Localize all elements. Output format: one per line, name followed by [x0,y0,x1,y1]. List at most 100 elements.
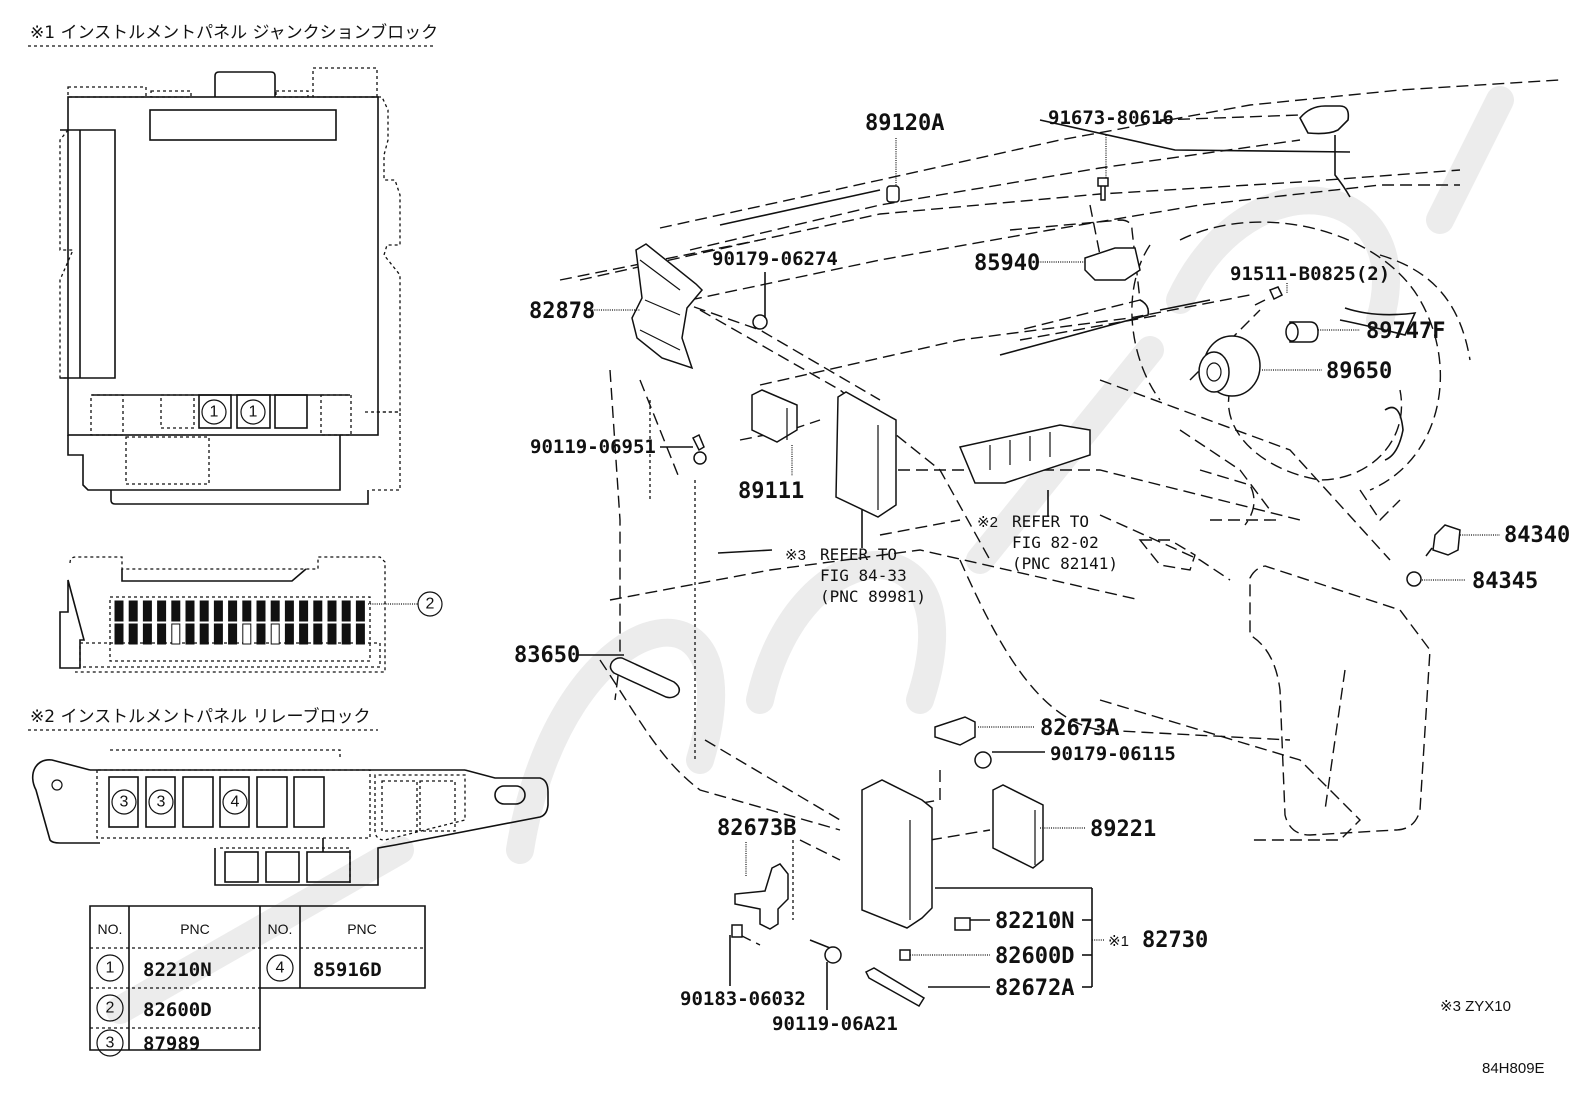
connector-pin [270,600,280,622]
label-90183-06032: 90183-06032 [680,988,806,1010]
connector-pin [242,623,252,645]
header-pnc-1: PNC [180,921,210,937]
relay-block-drawing [31,749,549,886]
connector-pin [171,623,181,645]
label-89111: 89111 [738,479,804,504]
label-82600D: 82600D [995,944,1074,969]
ref3-mark: ※3 [785,547,806,564]
connector-pin [299,600,309,622]
svg-text:2: 2 [106,1000,115,1017]
connector-pin [185,623,195,645]
label-91673-80616: 91673-80616 [1048,107,1174,129]
svg-text:REFER TO: REFER TO [820,545,897,564]
part-82673A-bracket [934,716,976,746]
label-89747F: 89747F [1366,319,1445,344]
relay-block-title: ※2 インストルメントパネル リレーブロック [30,706,371,727]
svg-text:4: 4 [276,960,285,977]
connector-pin [313,600,323,622]
connector-pin [355,623,365,645]
part-89221-module [992,784,1044,869]
part-85940-sensor [1084,247,1141,281]
part-82600D-connector [899,949,911,961]
connector-pin [284,623,294,645]
connector-pin [199,623,209,645]
svg-text:1: 1 [249,404,258,421]
part-90119-06A21-bolt [809,939,842,964]
connector-pin [327,623,337,645]
label-82210N: 82210N [995,909,1074,934]
part-84345-clip [1406,571,1422,587]
label-90119-06951: 90119-06951 [530,436,656,458]
connector-marker-2: 2 [368,591,443,617]
junction-block-drawing [59,67,401,505]
svg-text:1: 1 [210,404,219,421]
connector-pin [142,600,152,622]
label-82673A: 82673A [1040,716,1119,741]
connector-pin [114,623,124,645]
table-row: 1 82210N [96,954,212,982]
assembly-lines [579,204,1391,946]
label-83650: 83650 [514,643,580,668]
part-89650-steering-sensor [1198,335,1261,397]
svg-text:(PNC 82141): (PNC 82141) [1012,554,1118,573]
connector-pin [299,623,309,645]
svg-text:2: 2 [426,596,435,613]
connector-pin [256,623,266,645]
header-pnc-2: PNC [347,921,377,937]
header-no-1: NO. [98,921,123,937]
connector-pin [256,600,266,622]
part-labels: 89120A 91673-80616 90179-06274 82878 859… [514,107,1570,1035]
relay-marker-3b: 3 [148,789,174,815]
label-82730: 82730 [1142,928,1208,953]
svg-text:(PNC 89981): (PNC 89981) [820,587,926,606]
junction-connector-drawing [59,556,386,673]
connector-pin [128,600,138,622]
part-82878-vent-duct [631,243,704,370]
label-82672A: 82672A [995,976,1074,1001]
connector-pin [242,600,252,622]
junction-block-section: ※1 インストルメントパネル ジャンクションブロック [28,22,443,673]
svg-text:3: 3 [106,1035,115,1052]
parts [609,177,1461,1008]
connector-pin [142,623,152,645]
part-89111-module [751,389,798,443]
part-89120A-clip [886,185,900,203]
reference-fig-82-02: ※2 REFER TO FIG 82-02 (PNC 82141) [977,512,1118,573]
connector-pin [228,600,238,622]
junction-marker-1b: 1 [240,399,266,425]
dashboard-outline [559,79,1561,841]
part-84340-switch [1425,524,1461,557]
svg-text:FIG 84-33: FIG 84-33 [820,566,907,585]
part-relay-block-82141 [958,424,1091,484]
part-ecu-89981 [835,391,897,518]
connector-pin [199,600,209,622]
watermark [106,86,1514,1024]
part-91673-80616-bolt [1097,177,1109,201]
svg-text:4: 4 [231,794,240,811]
connector-pin [171,600,181,622]
svg-text:1: 1 [106,960,115,977]
relay-block-section: ※2 インストルメントパネル リレーブロック [28,706,549,886]
footnote: ※3 ZYX10 [1440,998,1511,1015]
header-no-2: NO. [268,921,293,937]
svg-text:82210N: 82210N [143,959,212,981]
part-90179-06115-nut [974,751,992,769]
part-junction-block-82730 [861,779,933,929]
svg-text:3: 3 [120,794,129,811]
part-90179-06274-nut [752,314,768,330]
label-90119-06A21: 90119-06A21 [772,1013,898,1035]
pnc-table: NO. PNC NO. PNC 1 82210N 2 82600D 3 8798… [89,905,426,1057]
table-row: 2 82600D [96,994,212,1022]
connector-pin [157,600,167,622]
table-row: 3 87989 [96,1029,200,1057]
leader-lines [577,114,1500,1010]
connector-pin [213,623,223,645]
label-84340: 84340 [1504,523,1570,548]
relay-marker-4: 4 [222,789,248,815]
reference-fig-84-33: ※3 REFER TO FIG 84-33 (PNC 89981) [785,545,926,606]
connector-pin [313,623,323,645]
connector-pin [185,600,195,622]
label-90179-06274: 90179-06274 [712,248,838,270]
svg-text:85916D: 85916D [313,959,382,981]
